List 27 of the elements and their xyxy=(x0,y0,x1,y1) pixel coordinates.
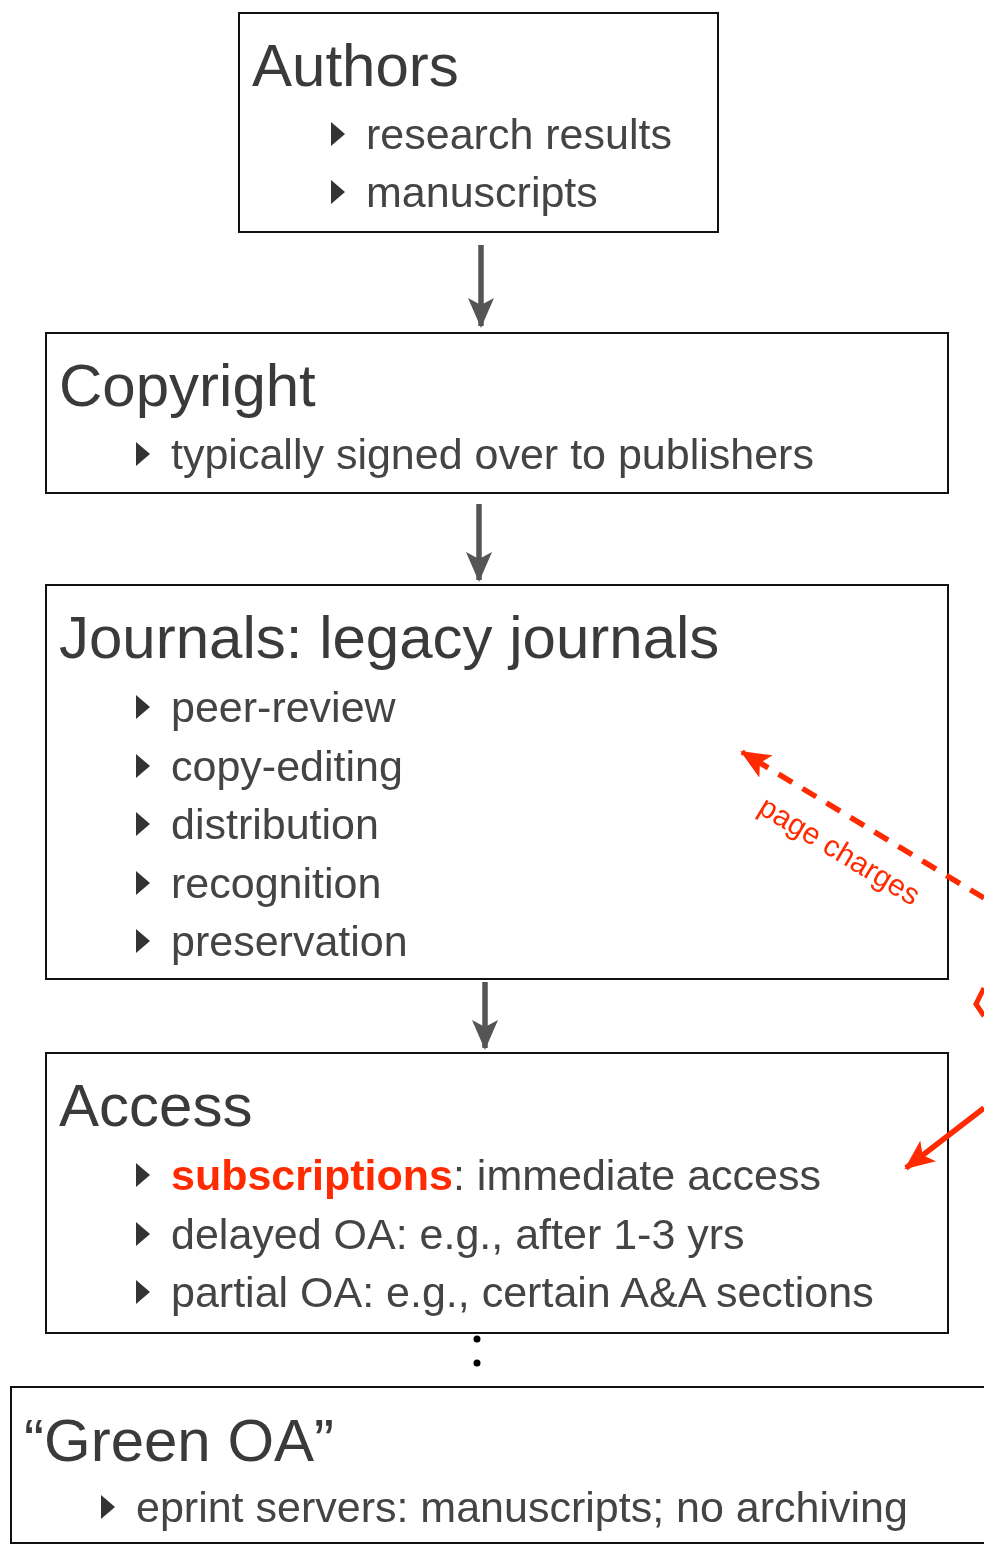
bullet-text: peer-review xyxy=(171,683,396,731)
box-heading: “Green OA” xyxy=(24,1409,335,1473)
process-box xyxy=(238,12,719,233)
box-heading: Access xyxy=(59,1074,253,1138)
bullet-text: manuscripts xyxy=(366,168,598,216)
process-box xyxy=(10,1386,984,1544)
arrow xyxy=(466,504,492,582)
arrow xyxy=(472,982,498,1050)
bullet-text: copy-editing xyxy=(171,741,403,790)
bullet-text: partial OA: e.g., certain A&A sections xyxy=(171,1268,874,1316)
bullet-text: typically signed over to publishers xyxy=(171,430,814,478)
bullet-text: delayed OA: e.g., after 1-3 yrs xyxy=(171,1209,745,1258)
box-heading: Copyright xyxy=(59,354,316,418)
process-box xyxy=(45,332,949,494)
bullet-text: recognition xyxy=(171,858,382,907)
box-heading: Authors xyxy=(252,34,459,98)
box-heading: Journals: legacy journals xyxy=(59,606,720,670)
arrow xyxy=(904,1105,984,1171)
bullet-text: preservation xyxy=(171,917,408,965)
arrow xyxy=(740,749,984,901)
bullet-text: subscriptions: immediate access xyxy=(171,1151,821,1199)
process-box xyxy=(45,1052,949,1334)
bullet-text: eprint servers: manuscripts; no archiving xyxy=(136,1483,908,1531)
process-box xyxy=(45,584,949,980)
arrow xyxy=(468,245,494,328)
bullet-text: distribution xyxy=(171,800,379,848)
bullet-text: research results xyxy=(366,110,672,158)
